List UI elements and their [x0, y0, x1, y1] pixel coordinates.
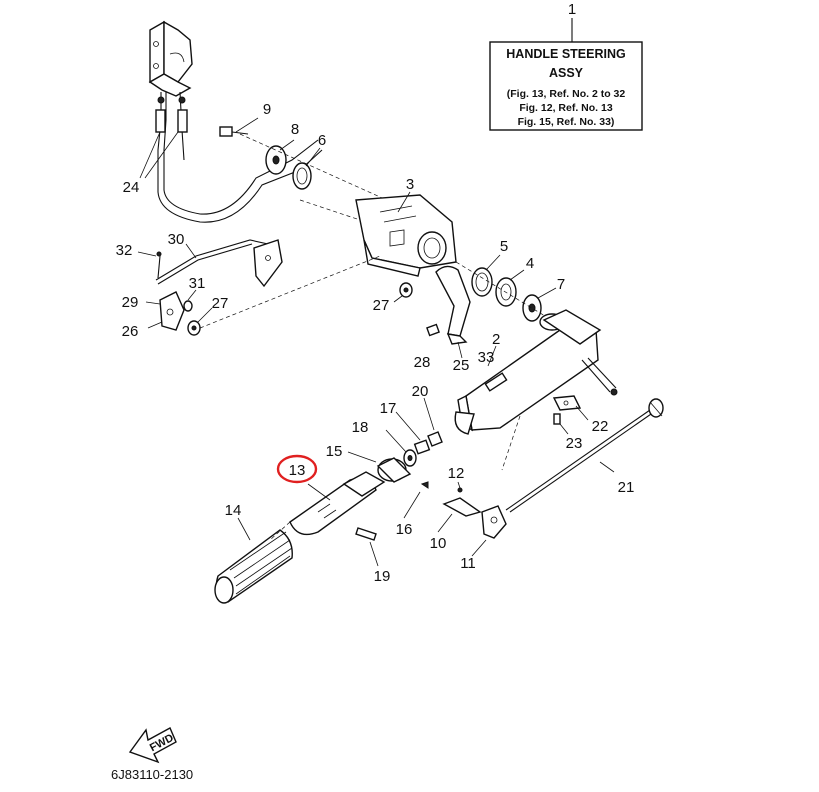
title-fig-2: Fig. 12, Ref. No. 13: [519, 102, 613, 114]
ref-3: 3: [406, 176, 414, 193]
ref-1: 1: [568, 1, 576, 18]
steering-arm: [454, 309, 618, 471]
ref-12: 12: [448, 465, 465, 482]
ref-5: 5: [500, 238, 508, 255]
control-cables: [139, 91, 323, 223]
ref-24: 24: [123, 179, 140, 196]
ref-29: 29: [122, 294, 139, 311]
ref-14: 14: [225, 502, 242, 519]
ref-23: 23: [566, 435, 583, 452]
title-box: HANDLE STEERING ASSY (Fig. 13, Ref. No. …: [489, 18, 643, 131]
ref-7: 7: [557, 276, 565, 293]
small-parts-17-18-20: [385, 397, 443, 467]
ref-27-right: 27: [373, 297, 390, 314]
linkage-rod: [137, 239, 283, 288]
throttle-rod: [505, 398, 664, 513]
ref-25: 25: [453, 357, 470, 374]
ref-8: 8: [291, 121, 299, 138]
rings-5-4-7: [455, 254, 557, 322]
ref-32: 32: [116, 242, 133, 259]
parts-10-11-12: [437, 481, 507, 557]
reference-numbers: 1 2 3 4 5 6 7 8 9 10 11 12 13 14 15 16 1…: [116, 1, 635, 585]
title-line-2: ASSY: [549, 66, 584, 80]
ref-18: 18: [352, 419, 369, 436]
diagram-code: 6J83110-2130: [111, 767, 194, 782]
ref-26: 26: [122, 323, 139, 340]
ref-9: 9: [263, 101, 271, 118]
ref-27-left: 27: [212, 295, 229, 312]
throttle-bracket: [148, 20, 193, 97]
linkage-parts: [145, 255, 440, 337]
fwd-arrow-icon: FWD: [128, 727, 177, 764]
ref-28: 28: [414, 354, 431, 371]
ref-6: 6: [318, 132, 326, 149]
title-line-1: HANDLE STEERING: [506, 47, 625, 61]
friction-lever: [435, 265, 471, 359]
title-fig-3: Fig. 15, Ref. No. 33): [518, 116, 615, 128]
title-fig-1: (Fig. 13, Ref. No. 2 to 32: [507, 88, 626, 100]
ref-15: 15: [326, 443, 343, 460]
parts-22-23: [552, 395, 589, 435]
ref-16: 16: [396, 521, 413, 538]
fwd-label: FWD: [148, 732, 176, 754]
ref-2: 2: [492, 331, 500, 348]
ref-4: 4: [526, 255, 534, 272]
ref-30: 30: [168, 231, 185, 248]
grip-assembly: [214, 451, 429, 604]
ref-19: 19: [374, 568, 391, 585]
ref-31: 31: [189, 275, 206, 292]
ref-20: 20: [412, 383, 429, 400]
ref-17: 17: [380, 400, 397, 417]
ref-10: 10: [430, 535, 447, 552]
highlight-circle: [276, 454, 318, 484]
ref-22: 22: [592, 418, 609, 435]
ref-13: 13: [289, 462, 306, 479]
ref-21: 21: [618, 479, 635, 496]
ref-11: 11: [460, 555, 476, 572]
ref-33: 33: [478, 349, 495, 366]
steering-housing: [299, 191, 457, 277]
